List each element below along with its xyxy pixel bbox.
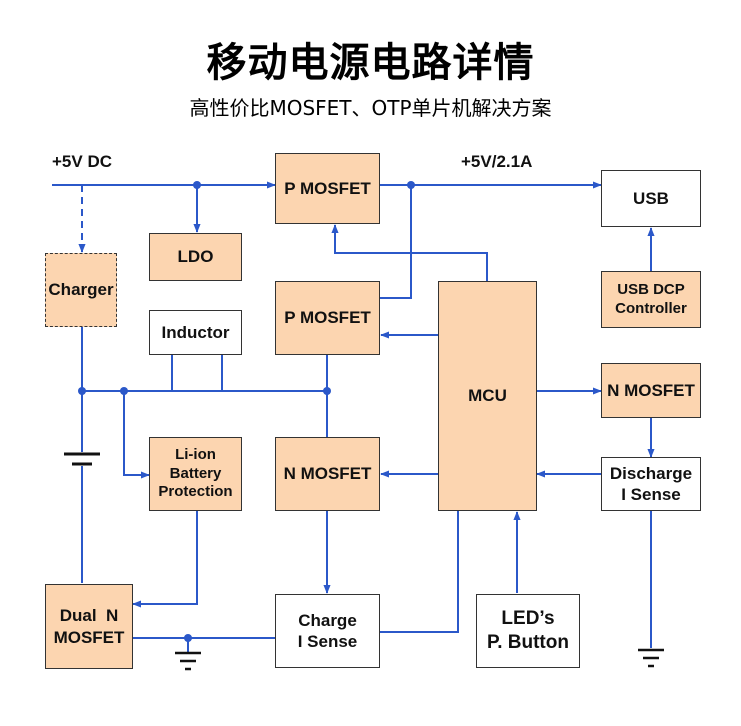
diagram-title: 移动电源电路详情 <box>206 40 535 86</box>
charge-line1: Charge <box>298 610 357 630</box>
ldo-label: LDO <box>177 247 214 267</box>
charge-sense-block: Charge I Sense <box>275 594 380 668</box>
mcu-label: MCU <box>468 386 507 406</box>
wire-protection-to-dual <box>132 511 198 608</box>
discharge-sense-label: Discharge I Sense <box>610 463 692 506</box>
inductor-block: Inductor <box>149 310 242 355</box>
inductor-label: Inductor <box>161 322 230 342</box>
li-ion-protection-label: Li-ion Battery Protection <box>158 446 232 502</box>
p-mosfet-mid-block: P MOSFET <box>275 281 380 355</box>
led-button-block: LED’s P. Button <box>476 594 580 668</box>
led-button-label: LED’s P. Button <box>487 607 569 655</box>
n-mosfet-mid-label: N MOSFET <box>283 464 372 484</box>
usb-label: USB <box>633 188 669 208</box>
usb-dcp-controller-block: USB DCP Controller <box>601 271 701 328</box>
n-mosfet-right-label: N MOSFET <box>607 380 695 400</box>
li-ion-line3: Protection <box>158 483 233 501</box>
discharge-line2: I Sense <box>621 485 681 504</box>
dual-line2: MOSFET <box>53 627 125 647</box>
wire-charge-to-mcu <box>380 511 459 633</box>
usb-block: USB <box>601 170 701 227</box>
ground-symbol-right <box>638 648 664 668</box>
ground-symbol-left <box>175 651 201 671</box>
li-ion-protection-block: Li-ion Battery Protection <box>149 437 242 511</box>
input-voltage-label: +5V DC <box>52 152 112 171</box>
charger-block: Charger <box>45 253 117 327</box>
usb-dcp-line2: Controller <box>615 299 687 317</box>
battery-symbol <box>64 452 100 466</box>
dual-n-mosfet-label: Dual N MOSFET <box>54 605 125 648</box>
p-mosfet-top-label: P MOSFET <box>284 178 371 198</box>
ldo-block: LDO <box>149 233 242 281</box>
li-ion-line1: Li-ion <box>175 445 216 463</box>
li-ion-line2: Battery <box>169 464 222 482</box>
n-mosfet-mid-block: N MOSFET <box>275 437 380 511</box>
usb-dcp-controller-label: USB DCP Controller <box>615 281 687 319</box>
p-mosfet-top-block: P MOSFET <box>275 153 380 224</box>
discharge-line1: Discharge <box>609 463 693 483</box>
wire-mcu-to-pmos-top <box>331 224 488 281</box>
output-voltage-label: +5V/2.1A <box>461 152 533 171</box>
charger-label: Charger <box>48 280 114 300</box>
p-mosfet-mid-label: P MOSFET <box>284 308 371 328</box>
usb-dcp-line1: USB DCP <box>617 280 685 298</box>
charge-sense-label: Charge I Sense <box>298 610 358 653</box>
wire-to-protection <box>123 391 150 479</box>
mcu-block: MCU <box>438 281 537 511</box>
wire-pmos-mid-to-output <box>380 185 412 299</box>
n-mosfet-right-block: N MOSFET <box>601 363 701 418</box>
led-line2: P. Button <box>487 632 569 653</box>
charge-line2: I Sense <box>297 632 358 651</box>
led-line1: LED’s <box>501 608 555 630</box>
diagram-subtitle: 高性价比MOSFET、OTP单片机解决方案 <box>189 96 552 120</box>
dual-n-mosfet-block: Dual N MOSFET <box>45 584 133 669</box>
discharge-sense-block: Discharge I Sense <box>601 457 701 511</box>
dual-line1: Dual N <box>59 606 119 626</box>
wire-inductor-right <box>221 355 327 392</box>
